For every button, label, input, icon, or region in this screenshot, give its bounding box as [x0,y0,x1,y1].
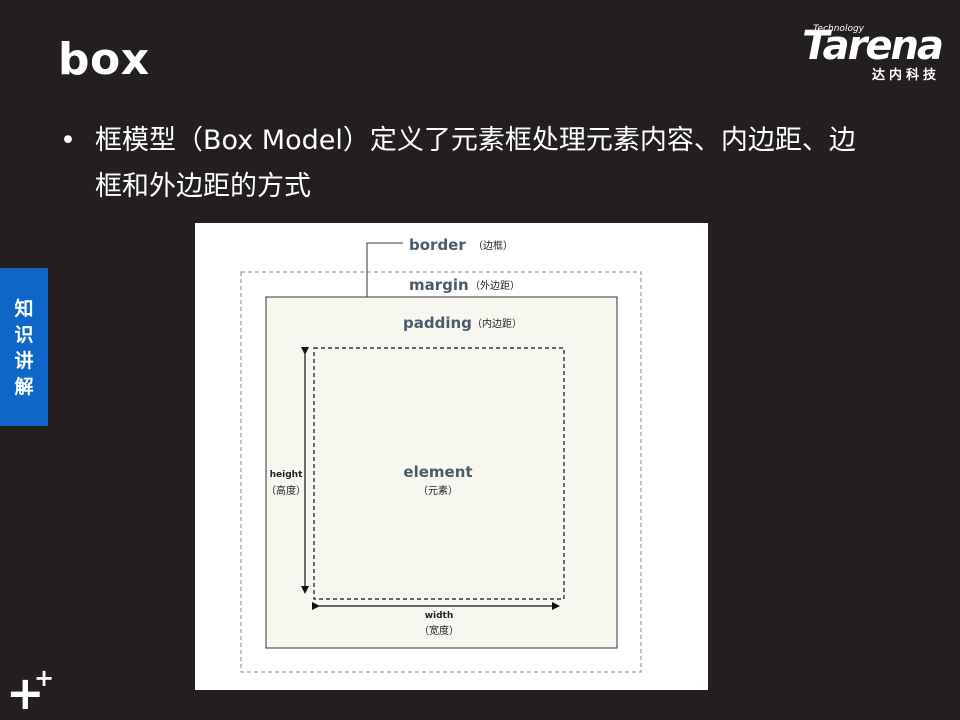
border-label: border [409,236,466,254]
plus-icon-large: + [6,666,45,720]
slide-title: box [58,34,150,85]
height-label-cn: （高度） [266,484,306,497]
knowledge-section-tab: 知 识 讲 解 [0,268,48,426]
logo-wordmark: Tarena [802,23,944,69]
margin-box-outline [240,271,642,673]
plus-plus-logo: + + [6,666,56,716]
height-label: height [270,470,303,480]
bullet-dot: • [60,125,76,156]
element-label: element [403,463,472,481]
side-tab-char: 识 [14,324,34,346]
border-label-cn: （边框） [473,239,513,252]
side-tab-char: 讲 [14,350,34,372]
box-model-svg: border （边框） margin （外边距） padding （内边距） e… [240,236,642,673]
margin-label-cn: （外边距） [470,280,520,292]
padding-label-cn: （内边距） [472,317,522,330]
element-box-outline [313,347,565,600]
element-label-cn: （元素） [418,484,458,497]
logo-technology-text: Technology [813,24,864,34]
margin-label: margin [409,276,469,294]
bullet-point: • 框模型（Box Model）定义了元素框处理元素内容、内边距、边框和外边距的… [60,118,880,210]
padding-label: padding [403,314,472,332]
logo-chinese-text: 达内科技 [871,68,940,83]
box-model-diagram: border （边框） margin （外边距） padding （内边距） e… [195,223,708,690]
tarena-logo: Technology Tarena 达内科技 [782,22,944,83]
side-tab-char: 解 [14,376,34,398]
bullet-text: 框模型（Box Model）定义了元素框处理元素内容、内边距、边框和外边距的方式 [95,125,856,202]
border-box-outline [265,296,618,649]
plus-icon-small: + [34,664,55,692]
width-label: width [425,611,454,621]
border-leader-line [366,242,403,297]
side-tab-char: 知 [14,298,34,320]
width-label-cn: （宽度） [419,624,459,637]
